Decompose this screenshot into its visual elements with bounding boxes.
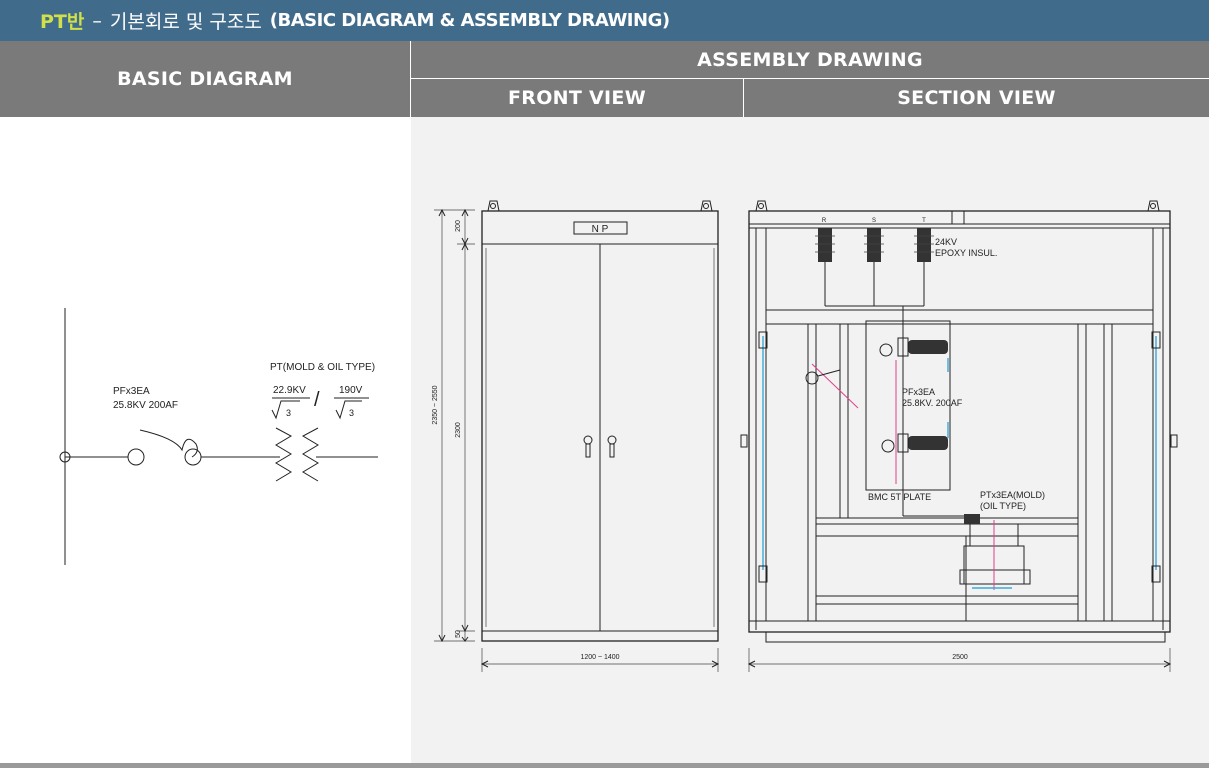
front-view-drawing: 200 2350 ~ 2550 2300 50 N P xyxy=(432,200,720,672)
title-english: (BASIC DIAGRAM & ASSEMBLY DRAWING) xyxy=(269,10,670,31)
root-value-2: 3 xyxy=(349,408,354,418)
fuse-label-1: PFx3EA xyxy=(902,387,935,397)
dim-base: 50 xyxy=(455,630,462,638)
title-korean: 기본회로 및 구조도 xyxy=(109,11,262,33)
fuse-puller-icon xyxy=(805,363,859,409)
insulator-label-1: 24KV xyxy=(935,237,957,247)
title-dash: – xyxy=(92,9,102,32)
title-prefix: PT반 xyxy=(40,11,85,33)
pt-primary-coil xyxy=(275,427,293,482)
section-lifting-eye-right xyxy=(1147,200,1160,212)
primary-voltage: 22.9KV xyxy=(273,385,306,396)
section-view-drawing: R S T 24KV EPOXY INSUL. xyxy=(740,200,1178,672)
sqrt-sign-1 xyxy=(271,400,300,420)
header-front-view: FRONT VIEW xyxy=(411,79,743,117)
pf-label-2: 25.8KV 200AF xyxy=(113,400,178,411)
header-section-view: SECTION VIEW xyxy=(744,79,1209,117)
section-frame-outline xyxy=(748,210,1171,633)
header-assembly-drawing: ASSEMBLY DRAWING xyxy=(411,41,1209,78)
root-value-1: 3 xyxy=(286,408,291,418)
dim-top: 200 xyxy=(455,220,462,232)
side-handle-left xyxy=(740,434,748,448)
assembly-drawing-area xyxy=(411,117,1209,763)
insulator-label-2: EPOXY INSUL. xyxy=(935,248,997,258)
basic-circuit-diagram: PFx3EA 25.8KV 200AF PT(MOLD & OIL TYPE) … xyxy=(59,308,378,565)
header-basic-diagram: BASIC DIAGRAM xyxy=(0,41,410,117)
phase-s: S xyxy=(872,218,876,224)
title-bar: PT반 – 기본회로 및 구조도 (BASIC DIAGRAM & ASSEMB… xyxy=(0,0,1209,41)
fuse-symbol xyxy=(139,429,198,458)
door-handle-right-icon xyxy=(607,435,617,458)
pt-secondary-coil xyxy=(301,427,319,482)
lifting-eye-right xyxy=(700,200,713,212)
dim-front-width: 1200 ~ 1400 xyxy=(580,654,619,661)
power-fuses xyxy=(879,306,968,517)
plate-label: BMC 5T PLATE xyxy=(868,492,931,502)
pt-label-1: PTx3EA(MOLD) xyxy=(980,490,1045,500)
front-cabinet-outline xyxy=(481,210,719,642)
nameplate-text: N P xyxy=(592,224,609,235)
sqrt-sign-2 xyxy=(335,400,362,420)
side-handle-right xyxy=(1170,434,1178,448)
pf-label-1: PFx3EA xyxy=(113,386,150,397)
dim-total-height: 2350 ~ 2550 xyxy=(432,385,439,424)
dim-body-height: 2300 xyxy=(455,422,462,438)
epoxy-insulators xyxy=(815,228,934,307)
door-handle-left-icon xyxy=(583,435,593,458)
nameplate xyxy=(573,221,628,235)
section-lifting-eye-left xyxy=(755,200,768,212)
voltage-slash: / xyxy=(314,389,320,411)
phase-r: R xyxy=(822,218,827,224)
bmc-plate xyxy=(865,320,951,491)
pt-transformer xyxy=(959,514,1031,590)
secondary-voltage: 190V xyxy=(339,385,363,396)
pt-label-2: (OIL TYPE) xyxy=(980,501,1026,511)
pt-label: PT(MOLD & OIL TYPE) xyxy=(270,362,375,373)
phase-t: T xyxy=(922,218,926,224)
lifting-eye-left xyxy=(487,200,500,212)
fuse-label-2: 25.8KV. 200AF xyxy=(902,398,963,408)
bottom-rule xyxy=(0,763,1209,768)
dim-section-width: 2500 xyxy=(952,654,968,661)
